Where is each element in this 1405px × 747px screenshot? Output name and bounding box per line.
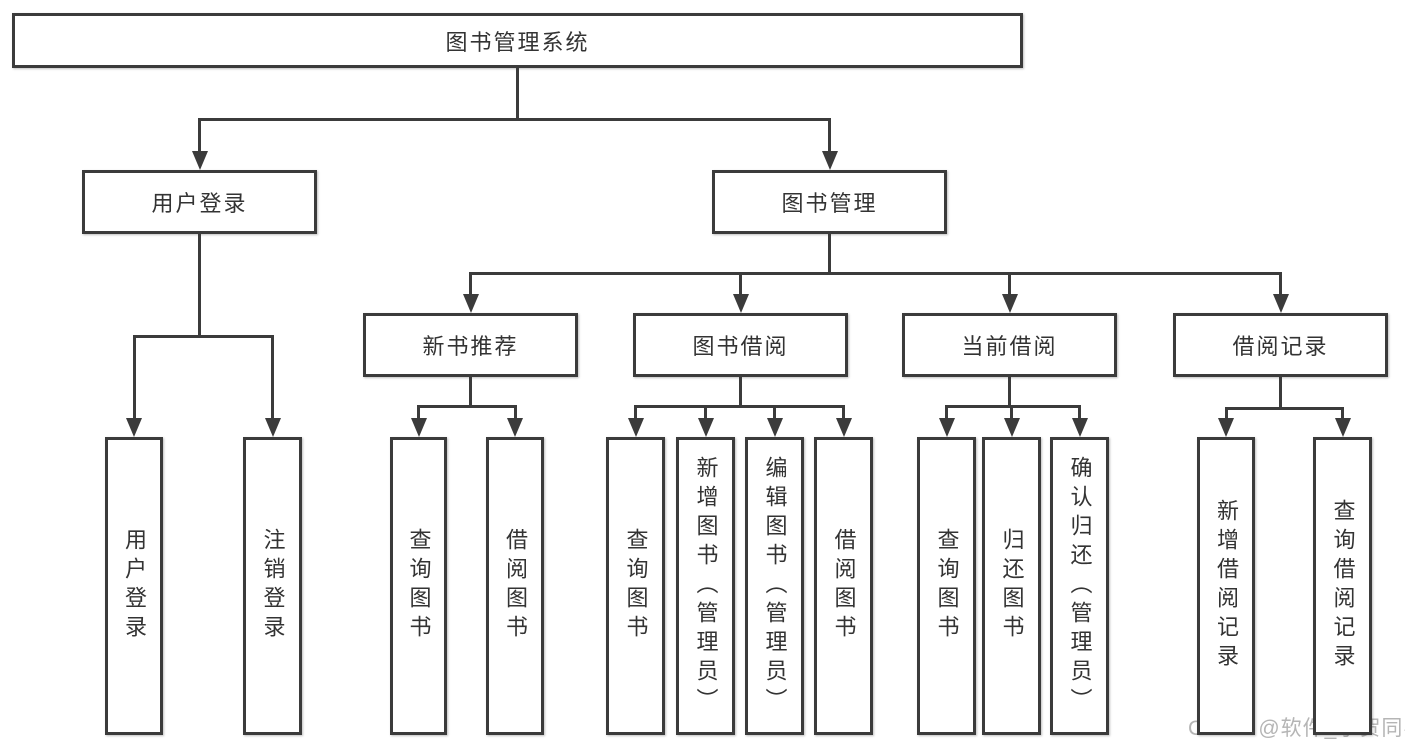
connector-stem	[417, 405, 420, 420]
connector-stem	[132, 335, 136, 420]
node-leaf-query-borrow-record: 查询借阅记录	[1313, 437, 1372, 735]
arrow-down-icon	[1272, 294, 1289, 313]
connector-stem	[1078, 405, 1081, 420]
node-leaf-return-book: 归还图书	[982, 437, 1041, 735]
connector-stem	[704, 405, 707, 420]
node-book-management: 图书管理	[712, 170, 947, 234]
connector-stem	[739, 272, 742, 296]
node-leaf-add-borrow-record: 新增借阅记录	[1197, 437, 1255, 735]
connector-stem	[1010, 405, 1013, 420]
connector-stem	[773, 405, 776, 420]
node-label-root: 图书管理系统	[445, 29, 590, 55]
node-new-book-recommend: 新书推荐	[363, 313, 578, 377]
arrow-down-icon	[1334, 418, 1351, 437]
connector-stem	[634, 405, 637, 420]
node-label-leaf-query-borrow-record: 查询借阅记录	[1330, 499, 1356, 673]
arrow-down-icon	[264, 418, 281, 437]
node-label-borrowing-records: 借阅记录	[1232, 334, 1329, 359]
node-leaf-edit-book: 编辑图书（管理员）	[745, 437, 804, 735]
node-leaf-query-books-1: 查询图书	[390, 437, 447, 735]
connector-stem	[513, 405, 517, 420]
node-label-leaf-edit-book: 编辑图书（管理员）	[762, 455, 788, 717]
node-current-borrowing: 当前借阅	[902, 313, 1117, 377]
node-label-new-book-recommend: 新书推荐	[422, 334, 519, 359]
arrow-down-icon	[410, 418, 427, 437]
connector-stem	[945, 405, 948, 420]
arrow-down-icon	[126, 418, 142, 437]
node-label-current-borrowing: 当前借阅	[961, 334, 1058, 359]
arrow-down-icon	[1071, 418, 1088, 437]
arrow-down-icon	[938, 418, 955, 437]
node-label-leaf-query-books-1: 查询图书	[406, 528, 432, 644]
connector-stem	[828, 234, 831, 275]
connector-rail	[1224, 407, 1344, 410]
connector-stem	[469, 377, 472, 408]
arrow-down-icon	[732, 294, 749, 313]
connector-stem	[1224, 407, 1228, 420]
node-leaf-add-book: 新增图书（管理员）	[676, 437, 735, 735]
connector-rail	[417, 405, 517, 408]
node-label-book-management: 图书管理	[781, 191, 878, 216]
arrow-down-icon	[191, 151, 208, 170]
node-leaf-user-login: 用户登录	[105, 437, 163, 735]
arrow-down-icon	[627, 418, 644, 437]
connector-stem	[842, 405, 845, 420]
connector-stem	[271, 335, 274, 420]
node-label-leaf-user-login: 用户登录	[122, 528, 147, 644]
connector-stem	[469, 272, 472, 296]
arrow-down-icon	[1218, 418, 1234, 437]
node-label-leaf-logout: 注销登录	[260, 528, 286, 644]
connector-stem	[516, 68, 519, 121]
connector-stem	[1008, 377, 1011, 408]
node-leaf-borrow-books-1: 借阅图书	[486, 437, 544, 735]
node-user-login: 用户登录	[82, 170, 317, 234]
node-label-leaf-query-books-2: 查询图书	[623, 528, 649, 644]
node-leaf-query-books-2: 查询图书	[606, 437, 665, 735]
arrow-down-icon	[697, 418, 714, 437]
arrow-down-icon	[835, 418, 852, 437]
node-leaf-logout: 注销登录	[243, 437, 302, 735]
arrow-down-icon	[1001, 294, 1018, 313]
node-label-book-borrowing: 图书借阅	[692, 334, 789, 359]
connector-stem	[1279, 272, 1282, 296]
connector-stem	[1008, 272, 1011, 296]
node-label-leaf-borrow-books-2: 借阅图书	[831, 528, 857, 644]
node-label-leaf-borrow-books-1: 借阅图书	[503, 528, 528, 644]
arrow-down-icon	[766, 418, 783, 437]
connector-stem	[739, 377, 742, 408]
connector-stem	[198, 118, 201, 153]
node-leaf-borrow-books-2: 借阅图书	[814, 437, 873, 735]
arrow-down-icon	[1003, 418, 1020, 437]
node-label-leaf-query-books-3: 查询图书	[934, 528, 960, 644]
arrow-down-icon	[462, 294, 479, 313]
node-label-leaf-confirm-return: 确认归还（管理员）	[1067, 455, 1093, 717]
node-label-leaf-return-book: 归还图书	[999, 528, 1025, 644]
connector-stem	[1341, 407, 1344, 420]
connector-rail	[132, 335, 274, 338]
node-label-leaf-add-book: 新增图书（管理员）	[693, 455, 719, 717]
connector-rail	[634, 405, 845, 408]
node-leaf-query-books-3: 查询图书	[917, 437, 976, 735]
node-label-user-login: 用户登录	[151, 191, 248, 216]
node-borrowing-records: 借阅记录	[1173, 313, 1388, 377]
node-label-leaf-add-borrow-record: 新增借阅记录	[1214, 499, 1239, 673]
connector-rail	[469, 272, 1282, 275]
connector-stem	[198, 234, 201, 338]
node-root: 图书管理系统	[12, 13, 1023, 68]
connector-stem	[828, 118, 831, 153]
arrow-down-icon	[821, 151, 838, 170]
connector-stem	[1279, 377, 1282, 410]
connector-rail	[945, 405, 1081, 408]
connector-rail	[198, 118, 831, 121]
arrow-down-icon	[507, 418, 523, 437]
node-leaf-confirm-return: 确认归还（管理员）	[1050, 437, 1109, 735]
node-book-borrowing: 图书借阅	[633, 313, 848, 377]
